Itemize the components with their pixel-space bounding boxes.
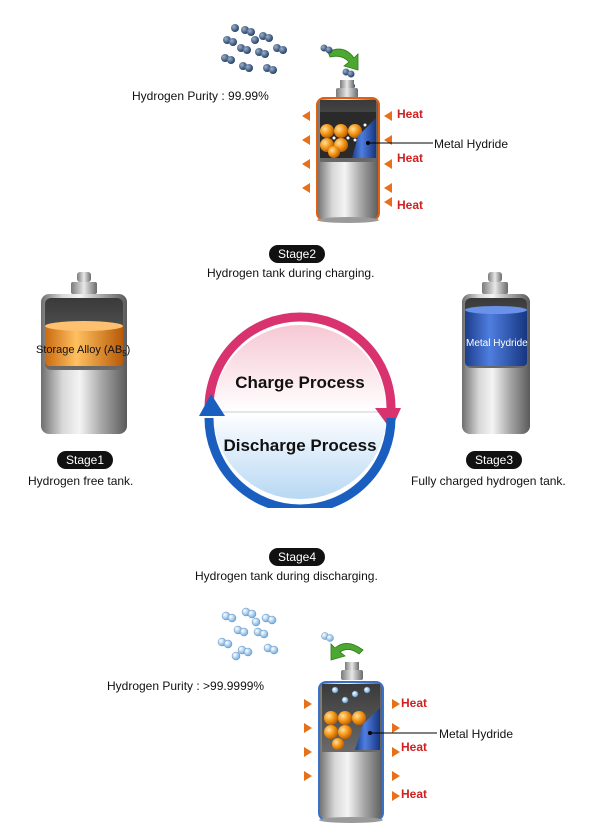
stage4-heat-label-3: Heat <box>401 787 428 801</box>
stage2-heat-label-3: Heat <box>397 198 424 212</box>
stage4-hydride-pointer <box>368 731 437 735</box>
stage4-purity-label: Hydrogen Purity : >99.9999% <box>107 679 265 693</box>
stage2-tank <box>316 44 380 223</box>
stage4-heat-arrows <box>304 699 400 801</box>
stage2-hydride-pointer <box>366 141 433 145</box>
stage4-caption: Hydrogen tank during discharging. <box>195 569 378 583</box>
stage2-heat-label-1: Heat <box>397 107 424 121</box>
stage2-heat-label-2: Heat <box>397 151 424 165</box>
stage2-hydride-label: Metal Hydride <box>434 137 509 151</box>
stage4-hydride-label: Metal Hydride <box>439 727 514 741</box>
stage1-caption: Hydrogen free tank. <box>28 474 134 488</box>
hydrogen-molecules-cluster <box>221 24 287 74</box>
charge-process-label: Charge Process <box>235 373 364 392</box>
outflow-arrow-icon <box>330 643 364 661</box>
stage4-heat-label-2: Heat <box>401 740 428 754</box>
stage2-badge: Stage2 <box>269 245 326 263</box>
inflow-arrow-icon <box>327 48 359 71</box>
stage4-heat-label-1: Heat <box>401 696 428 710</box>
stage1-tank <box>41 272 127 434</box>
stage4-tank <box>318 632 384 823</box>
stage3-tank <box>462 272 530 434</box>
discharge-arrowhead-icon <box>199 394 225 416</box>
stage2-heat-arrows <box>302 111 392 207</box>
stage3-badge: Stage3 <box>466 451 523 469</box>
stage3-tank-label: Metal Hydride <box>466 338 528 349</box>
light-hydrogen-molecules-cluster <box>217 607 279 661</box>
discharge-process-label: Discharge Process <box>223 436 376 455</box>
stage1-badge: Stage1 <box>57 451 114 469</box>
stage3-caption: Fully charged hydrogen tank. <box>411 474 566 488</box>
stage1-tank-label: Storage Alloy (AB5) <box>36 344 131 359</box>
stage2-caption: Hydrogen tank during charging. <box>207 266 375 280</box>
stage2-purity-label: Hydrogen Purity : 99.99% <box>132 89 269 103</box>
stage4-badge: Stage4 <box>269 548 326 566</box>
cycle-circle: Charge Process Discharge Process <box>199 312 401 508</box>
